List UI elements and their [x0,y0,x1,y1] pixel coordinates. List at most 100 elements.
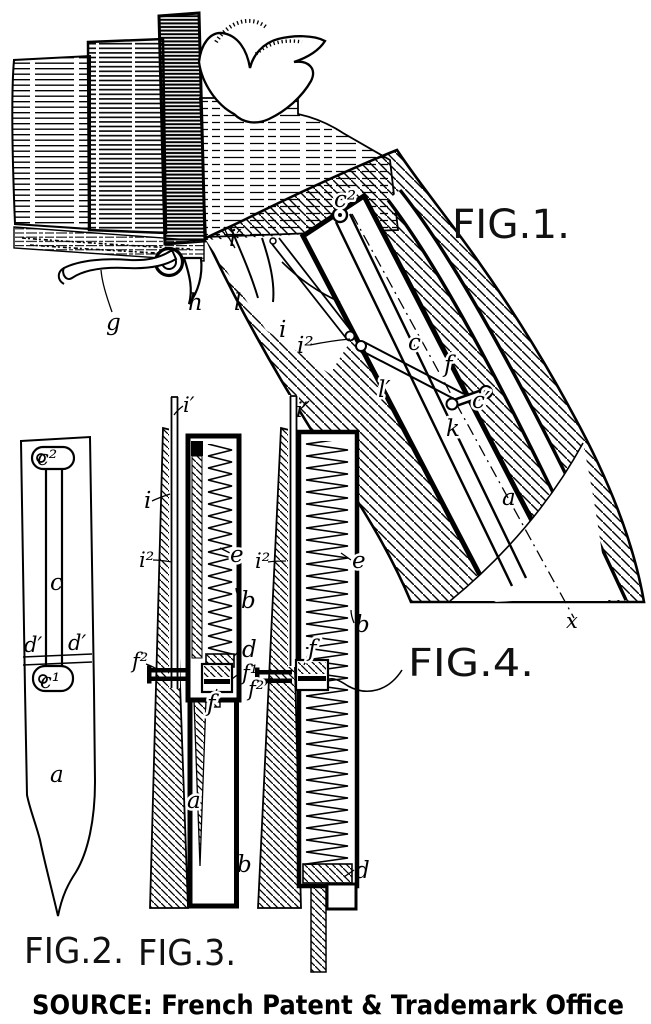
fig4-label-d: d [355,858,370,884]
leader-g [100,269,113,313]
trigger [182,256,203,305]
fig3-collar-arm-cap [147,665,152,684]
leader-i2 [309,338,351,346]
fig3-lower-wedge [193,699,207,867]
fig3-leaders [145,405,242,865]
leader-c-prime [476,394,489,402]
breech-band [157,11,207,246]
fig4-label-e: e [352,548,366,574]
fig4-drawing: i′ i² e b f f² d FIG.4. [244,395,534,973]
link-rod [271,237,353,339]
fig1-caption: FIG.1. [452,202,570,248]
fig3-label-i: i [144,488,151,514]
fig3-caption: FIG.3. [138,933,236,974]
fig3-label-b-lower: b [237,852,252,878]
under-barrel-strip [13,226,205,262]
fig1-label-x: x [566,609,578,633]
fig4-spring-seat [302,863,353,884]
fig4-collar-hatch [298,662,326,674]
fig2-label-a: a [50,762,64,788]
fig3-case-top-block [191,441,203,456]
fig3-label-i2: i² [139,548,154,572]
fig3-collar-arm-top [150,668,188,673]
hammer [197,31,327,124]
fig4-spring [304,441,350,865]
fig2-label-c1: c¹ [40,669,60,693]
fig3-label-f2: f² [130,649,148,673]
fig2-spring-top-hook [30,445,76,471]
fig2-spring-bottom-scroll [38,674,48,684]
grip-toe-curve [449,442,584,602]
underlever [62,248,178,280]
fig1-label-c: c [408,330,421,356]
fig1-label-l: l [234,290,241,316]
sear-spring-wire [281,261,341,303]
swivel-pin-center [483,389,489,395]
fig4-leaders [258,400,355,878]
fig4-label-f2: f² [246,677,264,701]
fig3-inner-strip [191,455,203,659]
fig4-caption: FIG.4. [408,641,534,685]
source-caption: SOURCE: French Patent & Trademark Office [32,990,624,1021]
fig4-collar-arm-cap [255,667,260,686]
fig2-label-c2: c² [37,446,57,470]
fig3-label-f1: f¹ [240,661,258,685]
fig2-spring-top-scroll [36,453,46,463]
fig1-label-k: k [446,416,460,442]
fig4-rod-bg [288,395,299,667]
leader-i-prime [223,226,236,249]
underlever-curl [57,267,65,285]
fig2-label-d-left: d′ [24,633,42,657]
grip-toe-crescent [450,443,608,601]
fig3-collar-arm-bottom [150,676,188,681]
fig3-label-a: a [187,788,201,814]
fig2-label-c: c [50,570,63,596]
fig1-label-a: a [502,485,516,511]
fig1-label-c2: c² [334,187,356,213]
fig3-rod [170,396,179,688]
fig2-spring-bottom-hook [31,664,75,693]
fig4-label-i-prime: i′ [296,398,308,422]
fig3-drawing: i′ i i² e b d f¹ f² f a b FIG.3. [130,393,258,974]
fig4-caption-leader [326,669,403,692]
stirrup-link [359,341,465,403]
fig1-label-g: g [106,310,121,336]
fig3-rod-bg [169,396,180,688]
fig4-collar-band [298,676,326,681]
mainspring-channel [303,196,572,602]
fig3-collar-hatch [204,666,230,677]
hammer-serrations [214,18,268,44]
barrel-front-section [11,54,91,231]
centerline [351,213,575,619]
mainspring [334,213,528,587]
fig1-label-i2: i² [297,333,314,359]
link-rod-top [269,237,277,245]
fig1-label-i-prime: i′ [229,226,242,252]
link-rod-pivot [344,330,356,342]
fig1-label-h: h [188,290,203,316]
barrel-mid-section [86,37,168,235]
swivel-end [445,397,459,411]
fig4-label-i2: i² [255,549,270,573]
fig2-label-d-right: d′ [68,631,86,655]
fig2-spring-legs [44,469,64,668]
fig3-label-i-prime: i′ [183,393,195,417]
fig3-label-b-upper: b [241,588,256,614]
fig1-label-i: i [279,317,286,343]
fig3-spring [206,444,234,654]
fig2-crossbar-d [22,653,93,666]
fig3-collar-band [204,679,230,684]
fig2-caption: FIG.2. [24,931,124,972]
fig4-collar-arm-bottom [258,678,292,683]
fig3-label-e: e [230,542,244,568]
fig3-lower-walls [187,700,239,909]
fig4-bottom-box [325,882,358,911]
fig1-label-c-prime: c′ [472,388,491,414]
fig2-drawing: c² c d′ d′ c¹ a FIG.2. [19,435,124,972]
fig3-label-d: d [242,637,257,663]
fig4-lower-rod [310,885,327,973]
leader-f [454,373,471,390]
mainspring-scroll-eye [338,213,342,217]
